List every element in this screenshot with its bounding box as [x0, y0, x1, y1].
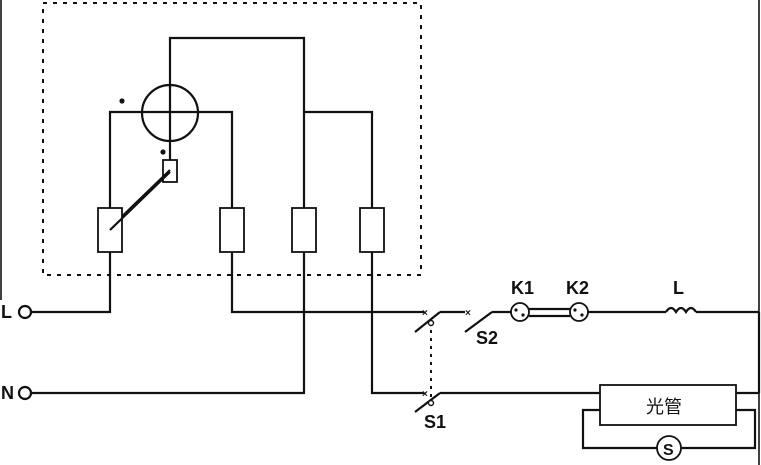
- external-wiring: × × ×: [17, 252, 761, 461]
- socket-icon: [510, 302, 530, 322]
- switch-s2: ×: [440, 308, 512, 333]
- starter-icon: [656, 435, 682, 461]
- terminal-circle-icon: [17, 385, 33, 401]
- terminal-circle-icon: [17, 304, 33, 320]
- label-k1: K1: [511, 278, 534, 298]
- svg-text:×: ×: [465, 308, 471, 319]
- meter-enclosure: [42, 2, 422, 276]
- label-k2: K2: [566, 278, 589, 298]
- socket-k2: [569, 302, 589, 322]
- label-l-input: L: [1, 302, 12, 322]
- label-ballast: L: [673, 278, 684, 298]
- label-n-input: N: [1, 383, 14, 403]
- inductor-icon: [665, 306, 697, 315]
- coil-2: [219, 207, 245, 253]
- label-s2: S2: [476, 328, 498, 348]
- meter-internals: [97, 36, 385, 253]
- label-s1: S1: [424, 412, 446, 432]
- label-starter: S: [663, 442, 674, 459]
- svg-text:×: ×: [422, 308, 428, 319]
- coil-1: [97, 207, 123, 253]
- coil-4: [359, 207, 385, 253]
- coil-3: [291, 207, 317, 253]
- svg-text:×: ×: [422, 389, 428, 400]
- socket-k1: [510, 302, 530, 322]
- socket-icon: [569, 302, 589, 322]
- tube-box: [599, 384, 737, 426]
- label-tube: 光管: [646, 397, 682, 418]
- switch-s1: × ×: [414, 308, 441, 413]
